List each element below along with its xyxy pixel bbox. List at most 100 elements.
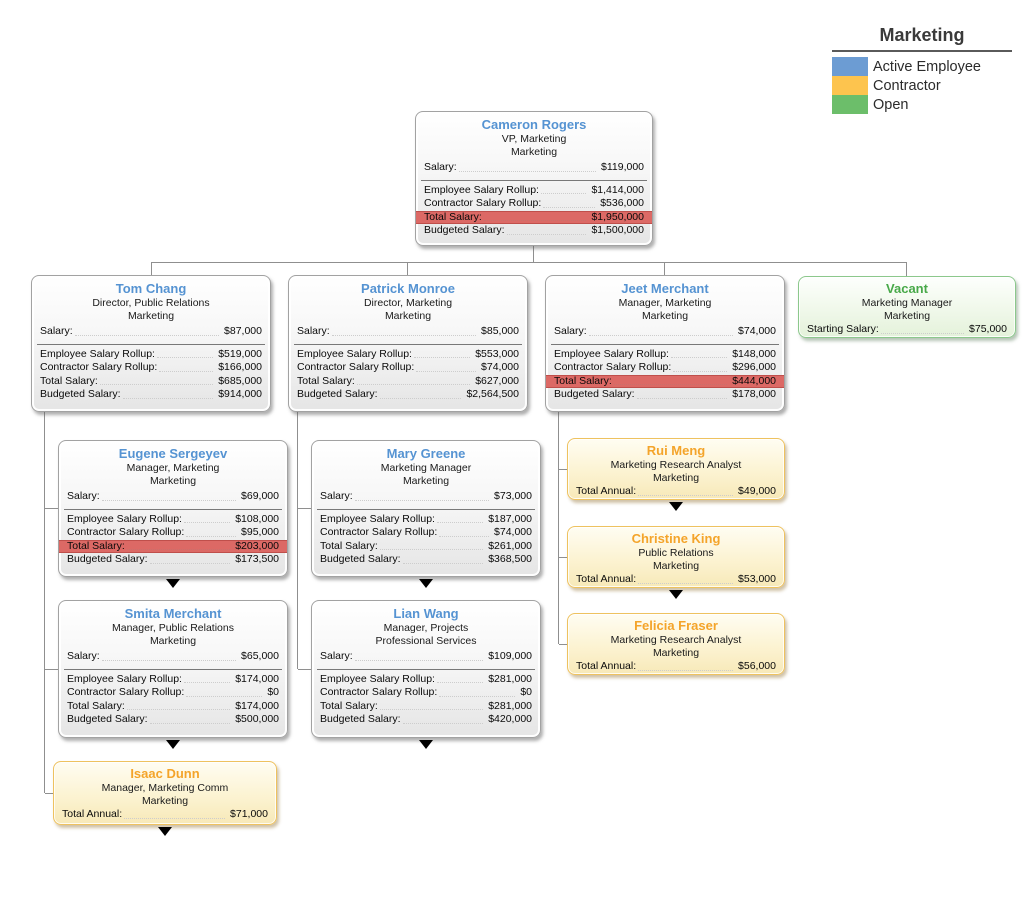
salary-value: $119,000 bbox=[600, 161, 644, 173]
total-salary-row-highlighted: Total Salary:$444,000 bbox=[546, 374, 784, 388]
salary-rollup-row: Employee Salary Rollup:$174,000 bbox=[67, 673, 279, 687]
rollup-label: Budgeted Salary: bbox=[297, 388, 378, 400]
expand-collapse-arrow-icon[interactable] bbox=[166, 740, 180, 749]
rollup-label: Budgeted Salary: bbox=[67, 553, 148, 565]
dotted-leader bbox=[126, 709, 231, 710]
rollup-value: $187,000 bbox=[488, 512, 532, 525]
salary-rollup-row: Total Salary:$627,000 bbox=[297, 375, 519, 389]
dotted-leader bbox=[638, 494, 734, 496]
expand-collapse-arrow-icon[interactable] bbox=[158, 827, 172, 836]
salary-rollup-row: Employee Salary Rollup: $187,000 bbox=[320, 513, 532, 527]
salary-label: Total Annual: bbox=[576, 573, 637, 585]
salary-value: $71,000 bbox=[230, 808, 268, 820]
connector-line bbox=[297, 412, 298, 669]
card-divider bbox=[317, 668, 535, 670]
total-salary-row-highlighted: Total Salary:$203,000 bbox=[59, 539, 287, 553]
rollup-value: $261,000 bbox=[488, 539, 532, 552]
rollup-label: Employee Salary Rollup: bbox=[40, 347, 155, 360]
rollup-label: Contractor Salary Rollup: bbox=[424, 197, 542, 209]
rollup-value: $536,000 bbox=[600, 197, 644, 209]
dotted-leader bbox=[402, 562, 484, 564]
rollup-label: Total Salary: bbox=[40, 374, 98, 387]
dotted-leader bbox=[186, 535, 237, 537]
expand-collapse-arrow-icon[interactable] bbox=[419, 740, 433, 749]
rollup-value: $174,000 bbox=[235, 672, 279, 685]
salary-row: Total Annual:$71,000 bbox=[62, 808, 268, 822]
salary-value: $87,000 bbox=[224, 325, 262, 337]
expand-collapse-arrow-icon[interactable] bbox=[669, 502, 683, 511]
dotted-leader bbox=[101, 659, 237, 661]
salary-value: $69,000 bbox=[241, 490, 279, 502]
rollup-label: Employee Salary Rollup: bbox=[320, 512, 435, 525]
legend-item-active-employee: Active Employee bbox=[832, 57, 1012, 76]
card-name: Isaac Dunn bbox=[130, 766, 200, 781]
dotted-leader bbox=[122, 397, 214, 399]
rollup-value: $685,000 bbox=[218, 374, 262, 387]
dotted-leader bbox=[483, 220, 587, 221]
card-divider bbox=[64, 508, 282, 510]
connector-line bbox=[533, 246, 534, 263]
expand-collapse-arrow-icon[interactable] bbox=[419, 579, 433, 588]
salary-label: Starting Salary: bbox=[807, 323, 879, 335]
card-name: Eugene Sergeyev bbox=[118, 446, 228, 461]
rollup-value: $281,000 bbox=[488, 672, 532, 685]
rollup-value: $914,000 bbox=[218, 388, 262, 400]
salary-rollup-row: Budgeted Salary:$420,000 bbox=[320, 713, 532, 727]
rollup-label: Contractor Salary Rollup: bbox=[67, 686, 185, 698]
dotted-leader bbox=[74, 334, 220, 336]
dotted-leader bbox=[126, 549, 231, 550]
dotted-leader bbox=[416, 370, 477, 372]
dotted-leader bbox=[183, 522, 231, 523]
dotted-leader bbox=[880, 332, 965, 334]
rollup-label: Contractor Salary Rollup: bbox=[320, 526, 438, 538]
legend-item-label: Open bbox=[873, 96, 909, 113]
card-name: Patrick Monroe bbox=[361, 281, 455, 296]
connector-line bbox=[906, 263, 907, 276]
rollup-value: $74,000 bbox=[481, 361, 519, 373]
salary-rollup-row: Budgeted Salary:$178,000 bbox=[554, 388, 776, 402]
salary-value: $49,000 bbox=[738, 485, 776, 497]
salary-row: Salary: $87,000 bbox=[40, 325, 262, 339]
expand-collapse-arrow-icon[interactable] bbox=[669, 590, 683, 599]
rollup-label: Budgeted Salary: bbox=[40, 388, 121, 400]
rollup-value: $1,500,000 bbox=[591, 224, 644, 236]
legend-swatch-contractor bbox=[832, 76, 868, 95]
salary-value: $85,000 bbox=[481, 325, 519, 337]
dotted-leader bbox=[379, 549, 484, 550]
connector-line bbox=[44, 412, 45, 793]
salary-rollup-row: Budgeted Salary:$1,500,000 bbox=[424, 224, 644, 238]
rollup-label: Total Salary: bbox=[320, 539, 378, 552]
rollup-value: $296,000 bbox=[732, 361, 776, 373]
rollup-value: $2,564,500 bbox=[466, 388, 519, 400]
salary-row: Salary:$74,000 bbox=[554, 325, 776, 339]
salary-rollup-row: Employee Salary Rollup:$108,000 bbox=[67, 513, 279, 527]
card-title: Manager, Marketing bbox=[126, 462, 220, 474]
card-department: Marketing bbox=[652, 472, 700, 484]
salary-label: Salary: bbox=[320, 490, 353, 502]
rollup-label: Budgeted Salary: bbox=[320, 713, 401, 725]
salary-label: Salary: bbox=[40, 325, 73, 337]
expand-collapse-arrow-icon[interactable] bbox=[166, 579, 180, 588]
dotted-leader bbox=[331, 334, 477, 336]
dotted-leader bbox=[613, 384, 728, 385]
card-title: VP, Marketing bbox=[501, 133, 567, 145]
dotted-leader bbox=[436, 682, 484, 683]
salary-rollup-row: Budgeted Salary:$500,000 bbox=[67, 713, 279, 727]
salary-rollup-row: Contractor Salary Rollup:$95,000 bbox=[67, 526, 279, 540]
card-department: Marketing bbox=[652, 560, 700, 572]
